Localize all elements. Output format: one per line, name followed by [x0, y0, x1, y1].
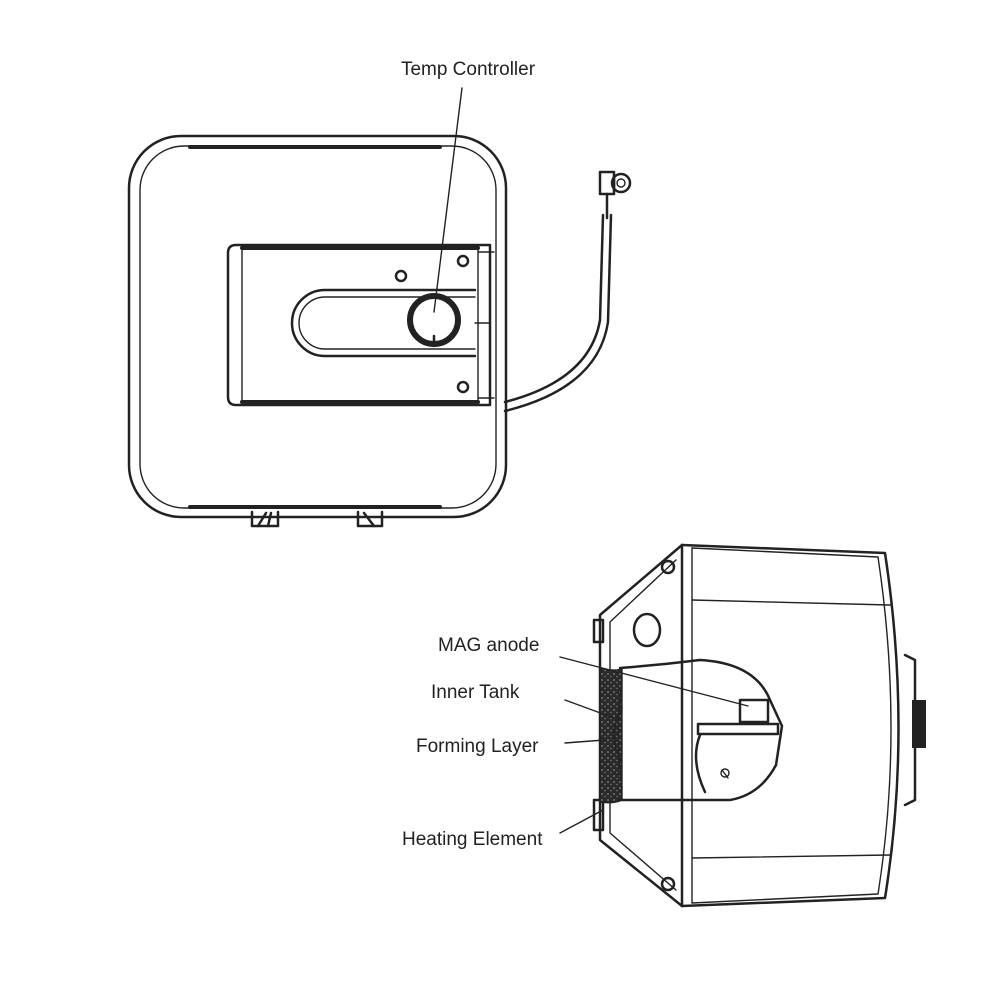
mag-anode-leader — [559, 656, 749, 707]
screw-top-right — [456, 254, 470, 268]
forming-layer-leader — [564, 739, 605, 744]
inner-tank-leader — [564, 699, 615, 719]
temp-controller-leader — [433, 87, 463, 313]
control-panel — [226, 243, 495, 407]
heater-casing-inner — [139, 145, 497, 509]
power-cord — [503, 170, 632, 413]
screw-bottom-right — [456, 380, 470, 394]
label-temp-controller: Temp Controller — [401, 59, 536, 80]
side-view — [559, 543, 926, 908]
heating-element-leader — [559, 809, 604, 834]
inner-tank-cutaway — [618, 658, 784, 802]
mag-anode — [696, 722, 780, 736]
heater-casing-outer — [127, 134, 508, 519]
label-inner-tank: Inner Tank — [431, 682, 520, 703]
pipe-fittings — [250, 510, 384, 528]
front-view — [127, 87, 632, 528]
label-mag-anode: MAG anode — [438, 635, 539, 656]
label-forming-layer: Forming Layer — [416, 736, 539, 757]
label-heating-element: Heating Element — [402, 829, 543, 850]
heater-body — [680, 543, 900, 908]
screw-top-left — [394, 269, 408, 283]
side-control-knob — [912, 700, 926, 748]
